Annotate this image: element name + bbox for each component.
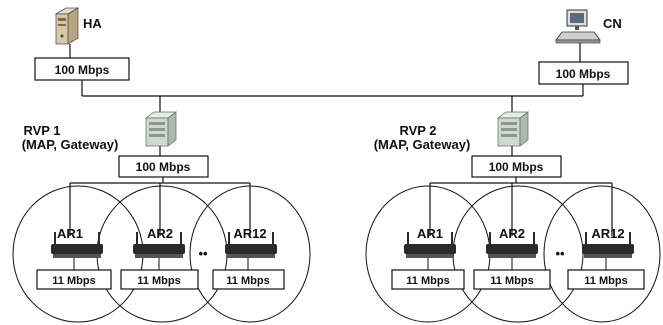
- rvp2-router-icon-2: [486, 232, 538, 258]
- rvp2-router-bandwidth-box-1: [391, 269, 465, 290]
- rvp2-router-icon-3: [582, 232, 634, 258]
- rvp2-router-label-1: AR1: [417, 226, 443, 241]
- rvp2-router-icon-1: [404, 232, 456, 258]
- rvp1-role: (MAP, Gateway): [22, 137, 119, 152]
- rvp1-router-bandwidth-box-2: [120, 269, 199, 290]
- ha-server-icon: [54, 7, 80, 45]
- rvp1-router-icon-2: [133, 232, 185, 258]
- cn-computer-icon: [555, 9, 601, 44]
- ha-label: HA: [83, 16, 102, 31]
- rvp2-router-bandwidth-box-2: [473, 269, 551, 290]
- rvp1-router-bandwidth-box-1: [36, 269, 112, 290]
- rvp2-name: RVP 2: [399, 123, 436, 138]
- rvp1-router-icon-1: [51, 232, 103, 258]
- rvp1-router-bandwidth-2: 11 Mbps: [137, 275, 180, 287]
- rvp2-gateway-server-icon: [496, 111, 530, 147]
- rvp1-ellipsis: ••: [198, 246, 208, 261]
- rvp1-bandwidth-label: 100 Mbps: [136, 160, 191, 174]
- rvp2-router-bandwidth-box-3: [567, 269, 645, 290]
- rvp2-router-bandwidth-1: 11 Mbps: [406, 275, 449, 287]
- rvp1-router-icon-3: [225, 232, 277, 258]
- rvp2-router-bandwidth-3: 11 Mbps: [584, 275, 627, 287]
- rvp2-router-label-3: AR12: [591, 226, 624, 241]
- rvp2-ellipsis: ••: [555, 246, 565, 261]
- cn-bandwidth-label: 100 Mbps: [556, 67, 611, 81]
- rvp2-bandwidth-label: 100 Mbps: [489, 160, 544, 174]
- rvp1-router-bandwidth-1: 11 Mbps: [52, 275, 95, 287]
- rvp1-coverage-cell-3: [189, 185, 311, 323]
- cn-label: CN: [603, 16, 622, 31]
- rvp1-router-label-2: AR2: [147, 226, 173, 241]
- rvp1-router-bandwidth-box-3: [212, 269, 285, 290]
- rvp2-router-label-2: AR2: [499, 226, 525, 241]
- rvp1-router-bandwidth-3: 11 Mbps: [226, 275, 269, 287]
- rvp1-gateway-server-icon: [144, 111, 178, 147]
- rvp1-router-label-3: AR12: [233, 226, 266, 241]
- ha-bandwidth-label: 100 Mbps: [55, 63, 110, 77]
- rvp2-coverage-cell-3: [543, 185, 661, 323]
- rvp1-router-label-1: AR1: [57, 226, 83, 241]
- rvp1-name: RVP 1: [23, 123, 60, 138]
- rvp2-router-bandwidth-2: 11 Mbps: [490, 275, 533, 287]
- rvp2-role: (MAP, Gateway): [374, 137, 471, 152]
